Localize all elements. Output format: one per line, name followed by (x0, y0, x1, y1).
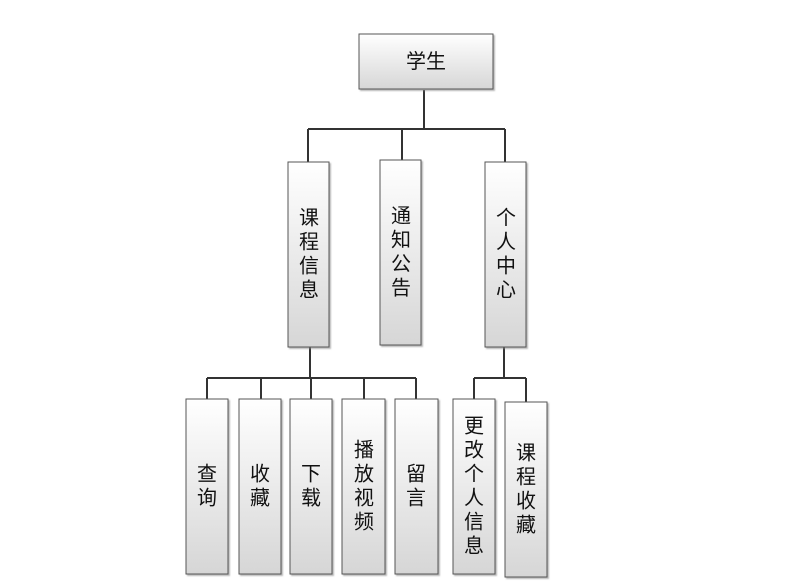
node-download: 下载 (289, 398, 333, 575)
node-edit-personal-info: 更改个人信息 (452, 398, 496, 575)
edit-personal-info-label: 更改个人信息 (464, 414, 484, 558)
node-course-favorite: 课程收藏 (504, 401, 548, 578)
personal-center-label: 个人中心 (496, 206, 516, 302)
node-query: 查询 (185, 398, 229, 575)
course-favorite-label: 课程收藏 (516, 441, 536, 537)
node-message: 留言 (394, 398, 439, 575)
download-label: 下载 (301, 462, 321, 510)
favorite-label: 收藏 (250, 462, 270, 510)
course-info-label: 课程信息 (299, 206, 319, 302)
play-video-label: 播放视频 (354, 438, 374, 534)
message-label: 留言 (406, 462, 426, 510)
query-label: 查询 (197, 462, 217, 510)
node-notice: 通知公告 (379, 159, 422, 346)
connectors (206, 90, 527, 402)
root-node: 学生 (358, 33, 494, 90)
node-favorite: 收藏 (238, 398, 282, 575)
notice-label: 通知公告 (391, 204, 411, 300)
root-label: 学生 (406, 49, 446, 73)
node-course-info: 课程信息 (287, 161, 330, 348)
node-personal-center: 个人中心 (484, 161, 527, 348)
node-play-video: 播放视频 (341, 398, 386, 575)
